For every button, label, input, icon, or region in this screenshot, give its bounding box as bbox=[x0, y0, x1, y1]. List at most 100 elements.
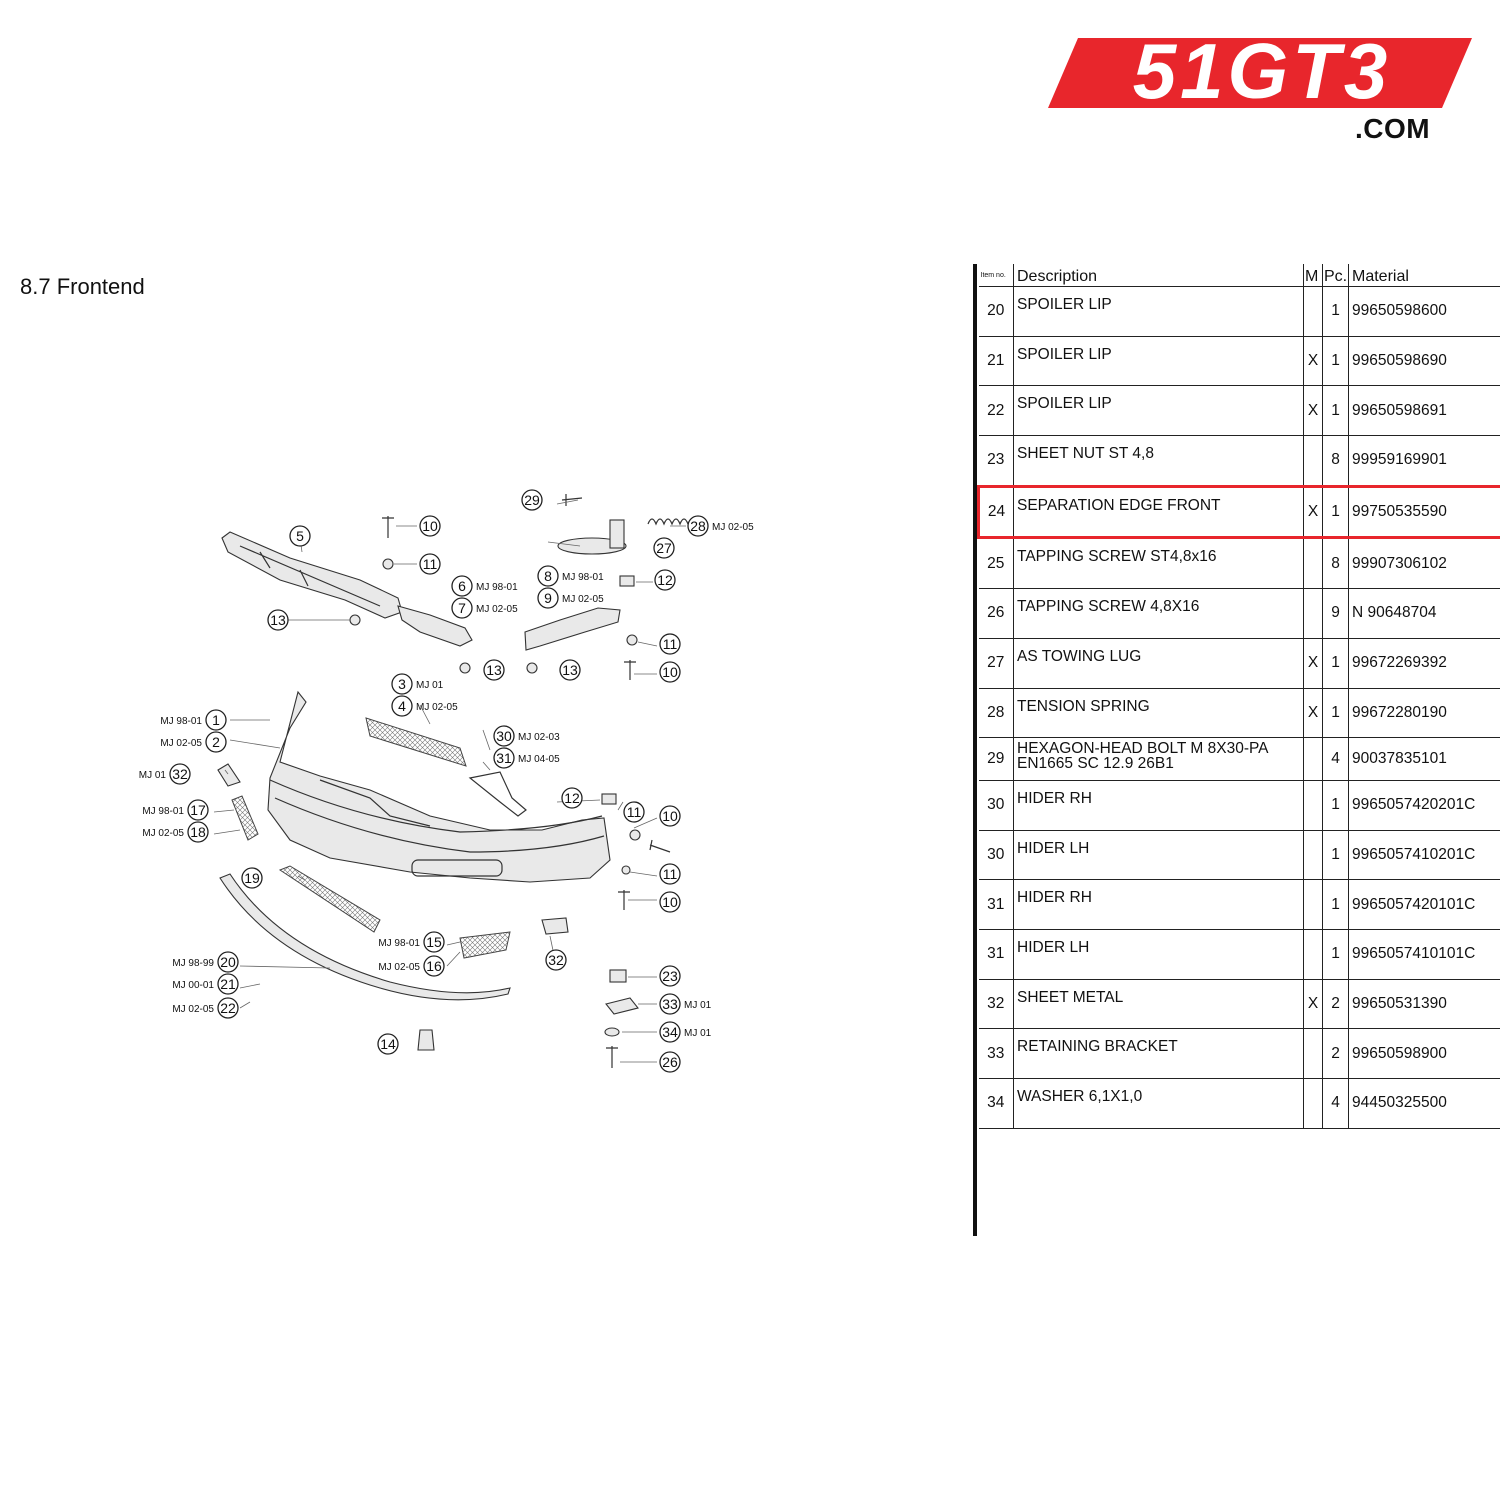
callout-number: 12 bbox=[564, 790, 580, 806]
callout-model-year: MJ 02-05 bbox=[160, 738, 202, 749]
col-header-m: M bbox=[1303, 264, 1323, 287]
callout-number: 26 bbox=[662, 1054, 678, 1070]
cell-m: X bbox=[1303, 688, 1323, 739]
callout-number: 10 bbox=[422, 518, 438, 534]
cell-item-no: 21 bbox=[978, 336, 1014, 387]
cell-m bbox=[1303, 780, 1323, 831]
callout-number: 29 bbox=[524, 492, 540, 508]
part-hider bbox=[468, 771, 527, 817]
cell-description: RETAINING BRACKET bbox=[1013, 1028, 1304, 1079]
cell-item-no: 29 bbox=[978, 737, 1014, 781]
part-nut-13b bbox=[459, 662, 471, 674]
part-bracket-left bbox=[397, 605, 473, 647]
callout-12: 12 bbox=[561, 787, 583, 809]
cell-description: SPOILER LIP bbox=[1013, 336, 1304, 387]
part-washer bbox=[604, 1027, 620, 1037]
brand-logo[interactable]: 51GT3 bbox=[1040, 27, 1480, 150]
cell-material: 9965057420201C bbox=[1348, 780, 1500, 831]
callout-number: 13 bbox=[270, 612, 286, 628]
callout-12: 12 bbox=[654, 569, 676, 591]
cell-item-no: 33 bbox=[978, 1028, 1014, 1079]
callout-model-year: MJ 01 bbox=[684, 1028, 712, 1039]
parts-table-header: Item no. Description M Pc. Material bbox=[978, 264, 1500, 287]
part-sheet-metal-left bbox=[217, 763, 241, 787]
part-screw-26 bbox=[606, 1046, 618, 1068]
callout-1: 1MJ 98-01 bbox=[160, 709, 227, 731]
cell-m: X bbox=[1303, 979, 1323, 1030]
callout-number: 30 bbox=[496, 728, 512, 744]
part-nut-11a bbox=[382, 558, 394, 570]
callout-number: 1 bbox=[212, 712, 220, 728]
callout-model-year: MJ 98-01 bbox=[378, 938, 420, 949]
cell-material: 99650598690 bbox=[1348, 336, 1500, 387]
cell-pc: 1 bbox=[1322, 336, 1349, 387]
part-towing-lug bbox=[557, 537, 627, 555]
callout-13: 13 bbox=[483, 659, 505, 681]
callout-number: 34 bbox=[662, 1024, 678, 1040]
callout-number: 16 bbox=[426, 958, 442, 974]
cell-item-no: 28 bbox=[978, 688, 1014, 739]
callout-number: 20 bbox=[220, 954, 236, 970]
cell-material: 99650598600 bbox=[1348, 286, 1500, 337]
callout-13: 13 bbox=[267, 609, 289, 631]
cell-m: X bbox=[1303, 638, 1323, 689]
callout-number: 8 bbox=[544, 568, 552, 584]
cell-pc: 1 bbox=[1322, 688, 1349, 739]
cell-pc: 1 bbox=[1322, 484, 1349, 540]
callout-number: 13 bbox=[562, 662, 578, 678]
cell-m bbox=[1303, 588, 1323, 639]
callout-number: 4 bbox=[398, 698, 406, 714]
cell-m: X bbox=[1303, 385, 1323, 437]
callout-model-year: MJ 98-01 bbox=[476, 582, 518, 593]
cell-pc: 1 bbox=[1322, 638, 1349, 689]
callout-23: 23 bbox=[659, 965, 681, 987]
callout-number: 31 bbox=[496, 750, 512, 766]
cell-m bbox=[1303, 929, 1323, 980]
part-nut-13a bbox=[349, 614, 361, 626]
cell-item-no: 26 bbox=[978, 588, 1014, 639]
part-nut-11d bbox=[621, 865, 631, 875]
callout-19: 19 bbox=[241, 867, 263, 889]
cell-material: 90037835101 bbox=[1348, 737, 1500, 781]
callout-model-year: MJ 00-01 bbox=[172, 980, 214, 991]
cell-description: HEXAGON-HEAD BOLT M 8X30-PA EN1665 SC 12… bbox=[1013, 737, 1304, 781]
callout-11: 11 bbox=[659, 863, 681, 885]
cell-item-no: 30 bbox=[978, 830, 1014, 881]
cell-description: SHEET METAL bbox=[1013, 979, 1304, 1030]
callout-model-year: MJ 01 bbox=[684, 1000, 712, 1011]
callout-34: 34 MJ 01 bbox=[659, 1021, 712, 1043]
part-screw-10c bbox=[649, 839, 671, 853]
callout-number: 32 bbox=[172, 766, 188, 782]
brand-domain: .COM bbox=[1355, 113, 1431, 144]
cell-material: 99650598900 bbox=[1348, 1028, 1500, 1079]
section-title: 8.7 Frontend bbox=[20, 274, 145, 299]
cell-material: 99672269392 bbox=[1348, 638, 1500, 689]
cell-description: HIDER LH bbox=[1013, 929, 1304, 980]
callout-number: 3 bbox=[398, 676, 406, 692]
cell-item-no: 31 bbox=[978, 879, 1014, 930]
part-bracket-right bbox=[524, 607, 621, 651]
callout-number: 27 bbox=[656, 540, 672, 556]
